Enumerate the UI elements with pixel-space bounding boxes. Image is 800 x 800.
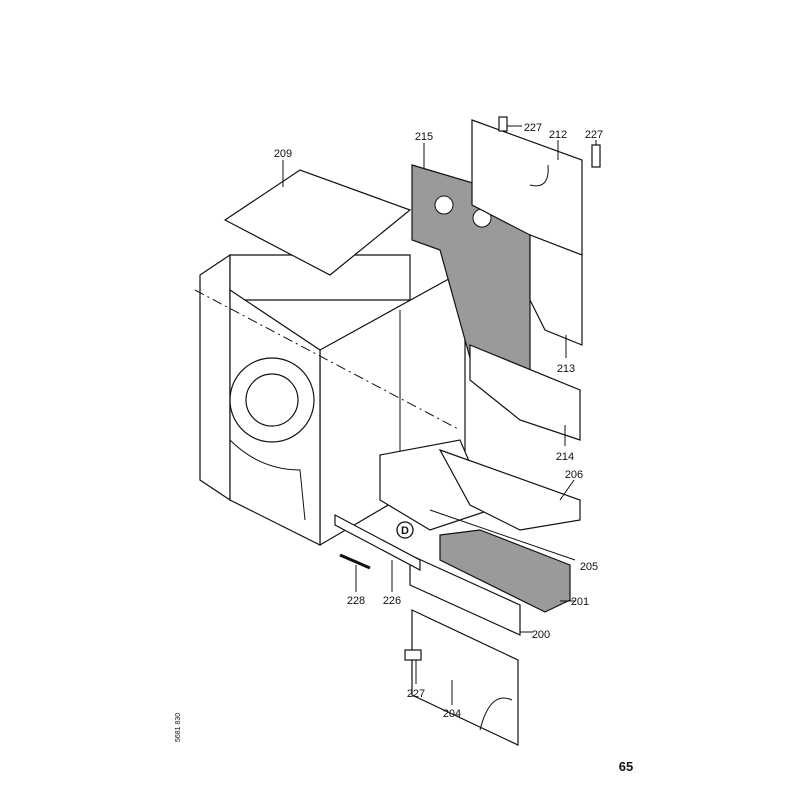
label-204: 204 xyxy=(443,708,461,720)
label-227: 227 xyxy=(524,122,542,134)
part-209-top-cover xyxy=(223,169,412,276)
label-206: 206 xyxy=(565,469,583,481)
part-200-trim xyxy=(409,554,521,636)
control-unit xyxy=(379,439,581,561)
label-205: 205 xyxy=(580,561,598,573)
part-214-panel xyxy=(469,344,581,441)
label-201: 201 xyxy=(571,596,589,608)
part-227-handle xyxy=(498,116,508,132)
label-209: 209 xyxy=(274,148,292,160)
part-226-bar xyxy=(334,514,421,571)
detail-marker-d: D xyxy=(396,521,414,539)
label-228: 228 xyxy=(347,595,365,607)
part-227-clip xyxy=(404,649,422,661)
part-227-handle xyxy=(591,144,601,168)
label-212: 212 xyxy=(549,129,567,141)
label-200: 200 xyxy=(532,629,550,641)
part-204-front-door xyxy=(411,609,519,746)
label-215: 215 xyxy=(415,131,433,143)
part-201-insulation xyxy=(439,529,571,613)
part-228-label xyxy=(339,553,371,570)
part-213-panel xyxy=(529,234,583,346)
label-227: 227 xyxy=(407,688,425,700)
svg-text:D: D xyxy=(401,525,409,537)
label-227: 227 xyxy=(585,129,603,141)
label-213: 213 xyxy=(557,363,575,375)
label-214: 214 xyxy=(556,451,574,463)
label-226: 226 xyxy=(383,595,401,607)
document-code: 5681 830 xyxy=(175,713,182,742)
page-number: 65 xyxy=(619,759,633,774)
